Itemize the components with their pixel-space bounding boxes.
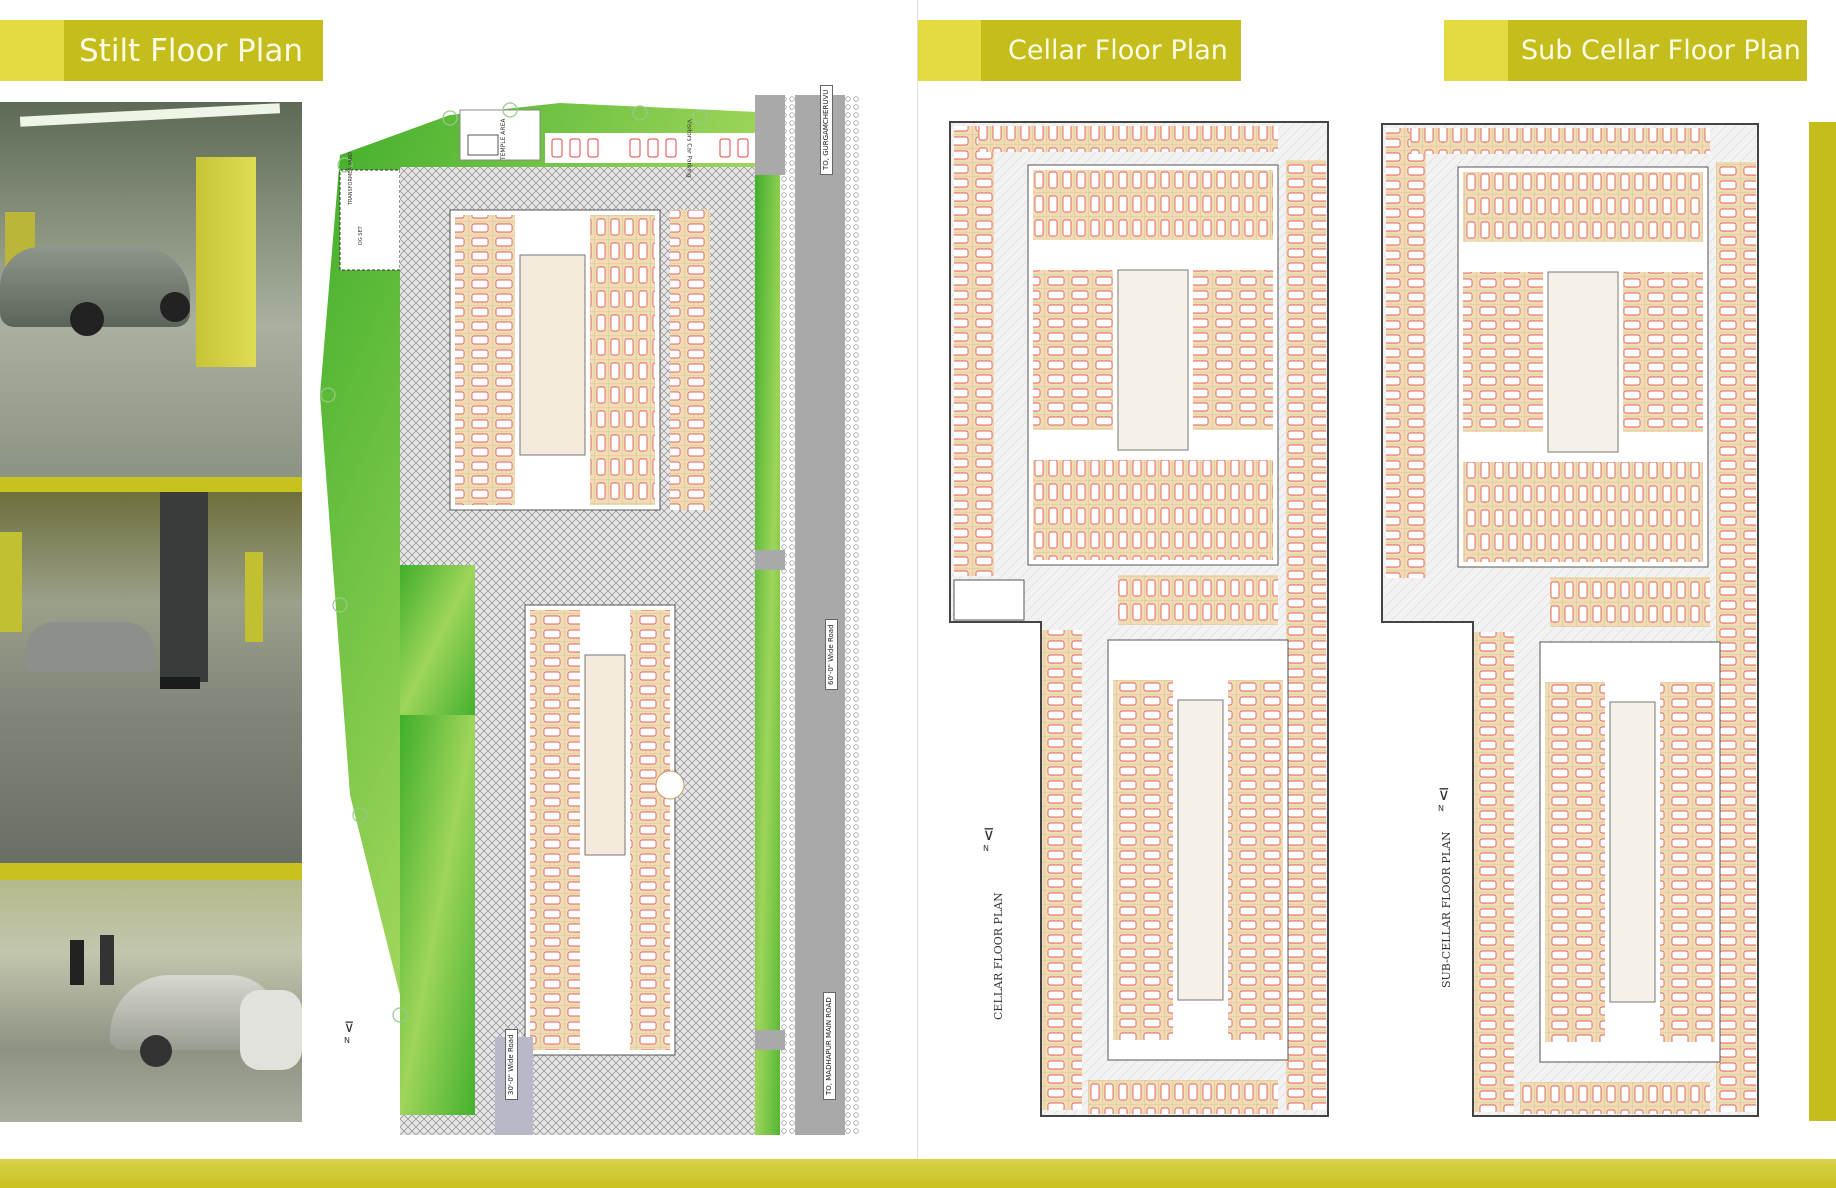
stilt-title-banner: Stilt Floor Plan [0, 20, 323, 81]
bottom-accent-band [0, 1159, 1836, 1188]
road-label-bottom: TO, MADHAPUR MAIN ROAD [823, 992, 836, 1100]
parking-photo-1 [0, 102, 302, 477]
dg-set-label: DG SET [358, 226, 364, 245]
sub-cellar-vertical-label: SUB-CELLAR FLOOR PLAN [1440, 831, 1453, 988]
transformer-yard-label: TRANSFORMER YARD [348, 152, 354, 205]
stilt-title: Stilt Floor Plan [79, 32, 303, 69]
cellar-vertical-label: CELLAR FLOOR PLAN [992, 892, 1005, 1020]
temple-area-label: TEMPLE AREA [500, 118, 507, 160]
north-arrow-icon: ⊽N [344, 1020, 355, 1045]
photo-divider [0, 477, 302, 492]
road-label-main: 60'-0" Wide Road [825, 619, 838, 690]
road-label-side: 30'-0" Wide Road [505, 1029, 518, 1100]
cellar-floor-plan [949, 121, 1329, 1117]
cellar-north-arrow-icon: ⊽N [983, 825, 995, 853]
parking-photo-2 [0, 492, 302, 863]
page-divider [917, 0, 918, 1160]
stilt-floor-plan [320, 95, 860, 1135]
sub-cellar-north-arrow-icon: ⊽N [1438, 785, 1450, 813]
parking-photo-3 [0, 880, 302, 1122]
visitors-parking-label: Visitors Car Parking [685, 119, 693, 178]
right-accent-bar [1809, 122, 1836, 1121]
cellar-title: Cellar Floor Plan [1008, 35, 1228, 66]
sub-cellar-title-banner: Sub Cellar Floor Plan [1444, 20, 1807, 81]
photo-divider [0, 863, 302, 880]
cellar-title-banner: Cellar Floor Plan [918, 20, 1241, 81]
sub-cellar-title: Sub Cellar Floor Plan [1521, 35, 1801, 66]
sub-cellar-floor-plan [1381, 123, 1759, 1117]
road-label-top: TO, GURGAMCHERUVU [820, 84, 833, 175]
